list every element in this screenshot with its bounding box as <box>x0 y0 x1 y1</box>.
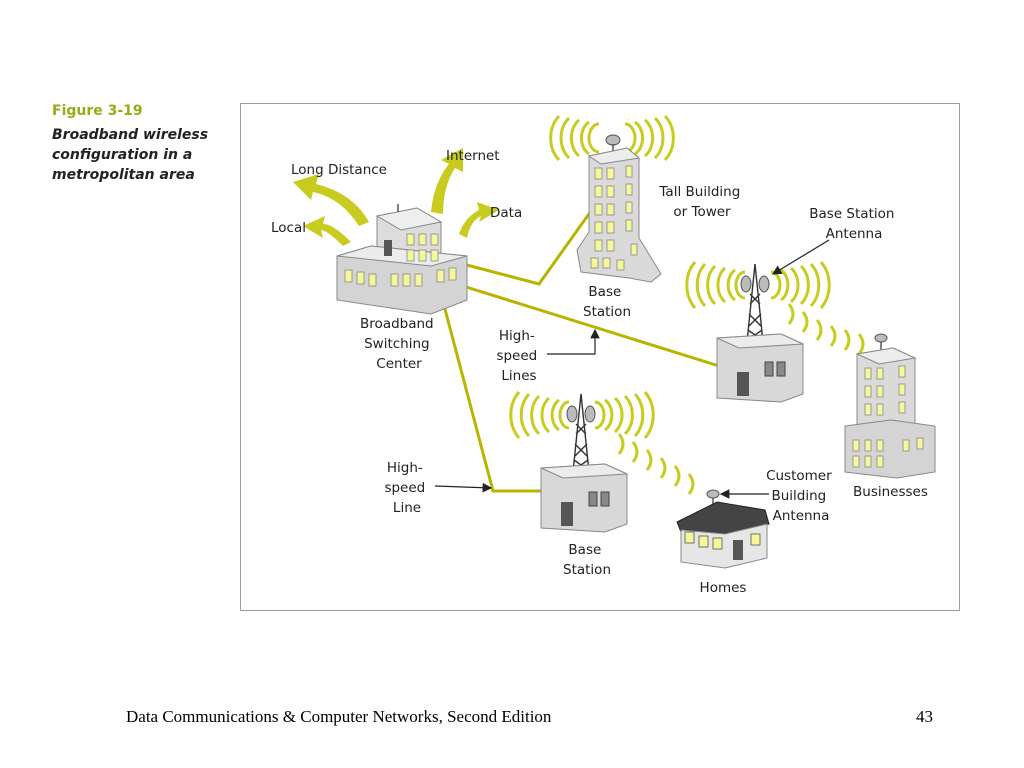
switching-center-windows <box>344 233 457 287</box>
dish-icon <box>874 333 888 352</box>
label-long-distance: Long Distance <box>291 162 387 178</box>
arrow-internet <box>431 148 463 214</box>
label-businesses: Businesses <box>853 484 928 500</box>
traffic-arrows <box>293 148 499 246</box>
businesses-tower-roof <box>855 347 917 365</box>
caption-line: Broadband wireless <box>52 127 209 143</box>
base-station-right-door <box>737 372 749 396</box>
tall-building-windows <box>590 165 638 271</box>
label-high-speed-lines: High- speed Lines <box>496 328 541 384</box>
label-base-station-bottom: Base Station <box>563 542 611 578</box>
antenna-dishes-icon <box>566 405 596 423</box>
broadband-switching-center <box>336 204 468 315</box>
label-homes: Homes <box>700 580 747 596</box>
arrow-high-speed-lines <box>547 328 600 355</box>
businesses-building <box>844 333 936 479</box>
switching-center-tower-roof <box>375 207 443 231</box>
label-high-speed-line: High- speed Line <box>384 460 429 516</box>
tall-building <box>549 114 675 283</box>
arrow-local <box>303 216 351 246</box>
line-to-base-station-bottom <box>439 293 543 493</box>
high-speed-lines <box>439 203 720 493</box>
page-number: 43 <box>916 707 933 726</box>
home <box>676 489 770 569</box>
signal-waves-to-homes <box>617 433 695 495</box>
base-station-bottom-window <box>588 491 598 507</box>
footer-title: Data Communications & Computer Networks,… <box>126 707 552 726</box>
line-to-base-station-right <box>462 284 720 368</box>
antenna-tower-icon <box>572 393 590 473</box>
figure-caption: Broadband wireless configuration in a me… <box>52 125 222 185</box>
dish-icon <box>605 134 621 156</box>
label-internet: Internet <box>446 148 500 164</box>
diagram-frame: Long Distance Internet Local Data Broadb… <box>240 103 960 611</box>
label-base-station-top: Base Station <box>583 284 631 320</box>
arrow-data <box>459 202 499 238</box>
home-walls <box>680 523 768 569</box>
caption-line: metropolitan area <box>52 167 195 183</box>
arrow-base-station-antenna <box>771 239 830 275</box>
antenna-tower-icon <box>746 263 764 343</box>
label-customer-building-antenna: Customer Building Antenna <box>766 468 836 524</box>
label-data: Data <box>490 205 522 221</box>
pointer-arrows <box>434 239 830 499</box>
home-door <box>733 540 743 560</box>
signal-waves-bottom-tower <box>509 391 655 439</box>
arrow-long-distance <box>293 174 369 226</box>
base-station-bottom-roof <box>540 463 628 479</box>
base-station-right-roof <box>716 333 804 349</box>
base-station-right <box>685 261 865 403</box>
tall-building-roof <box>587 147 641 165</box>
label-base-station-antenna: Base Station Antenna <box>809 206 898 242</box>
base-station-bottom-window <box>600 491 610 507</box>
base-station-bottom-door <box>561 502 573 526</box>
switching-center-door <box>384 240 392 256</box>
home-windows <box>684 531 761 550</box>
figure-number: Figure 3-19 <box>52 103 143 119</box>
base-station-right-window <box>764 361 774 377</box>
arrow-high-speed-line <box>434 482 493 493</box>
businesses-windows <box>852 365 924 468</box>
diagram-labels: Long Distance Internet Local Data Broadb… <box>271 148 928 596</box>
base-station-right-window <box>776 361 786 377</box>
base-station-bottom <box>509 391 695 533</box>
caption-line: configuration in a <box>52 147 193 163</box>
label-local: Local <box>271 220 306 236</box>
network-diagram: Long Distance Internet Local Data Broadb… <box>271 114 936 596</box>
signal-waves-to-businesses <box>787 303 865 355</box>
label-tall-building: Tall Building or Tower <box>658 184 744 220</box>
antenna-dishes-icon <box>740 275 770 293</box>
label-switching-center: Broadband Switching Center <box>360 316 438 372</box>
line-to-tall-building <box>462 203 598 286</box>
